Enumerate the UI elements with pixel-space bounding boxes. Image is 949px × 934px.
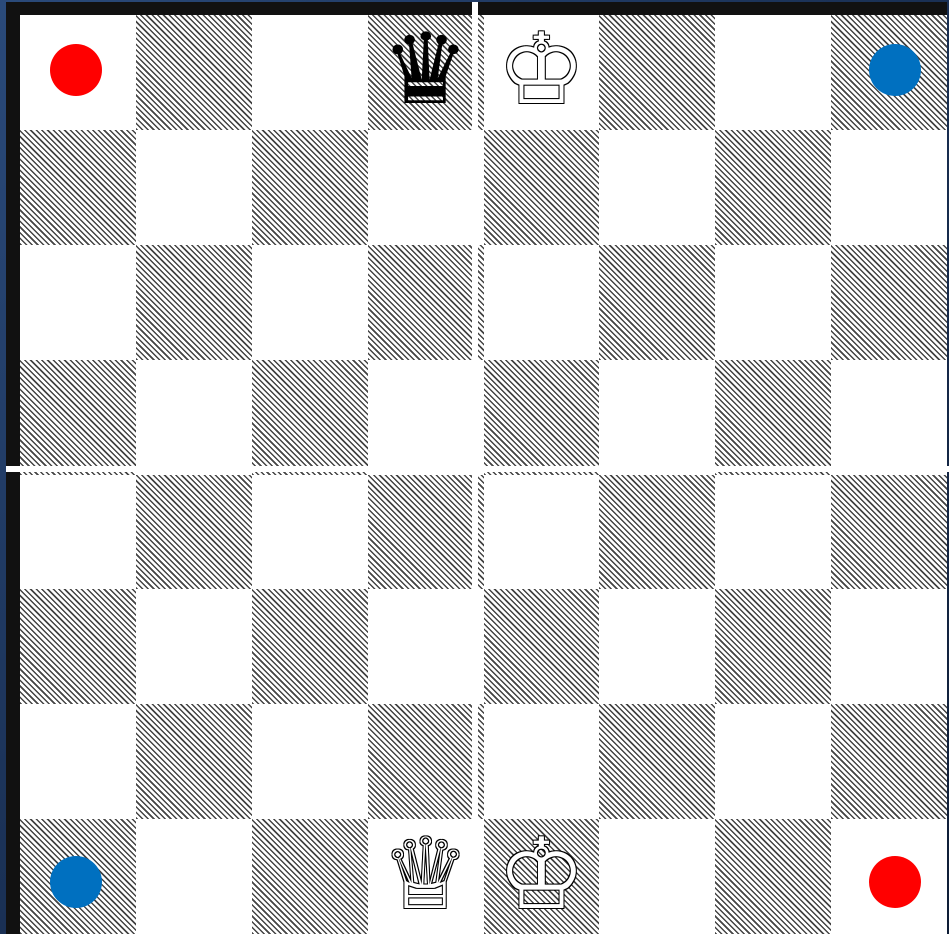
square-r4-c7[interactable]	[831, 475, 947, 590]
square-r4-c0[interactable]	[20, 475, 136, 590]
square-r3-c4[interactable]	[484, 360, 600, 475]
square-r0-c3[interactable]: ♛	[368, 15, 484, 130]
square-r7-c3[interactable]: ♕	[368, 819, 484, 934]
blue-dot-bottom-left	[50, 856, 102, 908]
square-r6-c6[interactable]	[715, 704, 831, 819]
square-r7-c0[interactable]	[20, 819, 136, 934]
square-r7-c7[interactable]	[831, 819, 947, 934]
square-r1-c6[interactable]	[715, 130, 831, 245]
square-r2-c5[interactable]	[599, 245, 715, 360]
white-king-icon[interactable]: ♔	[498, 826, 586, 924]
square-r5-c0[interactable]	[20, 589, 136, 704]
square-r6-c5[interactable]	[599, 704, 715, 819]
square-r2-c1[interactable]	[136, 245, 252, 360]
square-r1-c2[interactable]	[252, 130, 368, 245]
square-r4-c5[interactable]	[599, 475, 715, 590]
square-r3-c6[interactable]	[715, 360, 831, 475]
square-r2-c0[interactable]	[20, 245, 136, 360]
square-r7-c2[interactable]	[252, 819, 368, 934]
square-r0-c4[interactable]: ♔	[484, 15, 600, 130]
square-r5-c4[interactable]	[484, 589, 600, 704]
chess-board: ♛ ♔ ♕ ♔	[20, 15, 947, 934]
horizontal-divider-line	[6, 466, 949, 472]
square-r5-c6[interactable]	[715, 589, 831, 704]
square-r7-c5[interactable]	[599, 819, 715, 934]
white-king-icon[interactable]: ♔	[498, 21, 586, 119]
square-r2-c6[interactable]	[715, 245, 831, 360]
blue-dot-top-right	[869, 44, 921, 96]
square-r6-c3[interactable]	[368, 704, 484, 819]
square-r0-c0[interactable]	[20, 15, 136, 130]
square-r3-c3[interactable]	[368, 360, 484, 475]
white-queen-icon[interactable]: ♕	[382, 826, 470, 924]
square-r0-c5[interactable]	[599, 15, 715, 130]
square-r7-c6[interactable]	[715, 819, 831, 934]
square-r6-c0[interactable]	[20, 704, 136, 819]
square-r3-c7[interactable]	[831, 360, 947, 475]
square-r5-c1[interactable]	[136, 589, 252, 704]
square-r4-c6[interactable]	[715, 475, 831, 590]
square-r5-c3[interactable]	[368, 589, 484, 704]
square-r4-c2[interactable]	[252, 475, 368, 590]
square-r1-c7[interactable]	[831, 130, 947, 245]
square-r5-c5[interactable]	[599, 589, 715, 704]
square-r0-c7[interactable]	[831, 15, 947, 130]
square-r2-c4[interactable]	[484, 245, 600, 360]
square-r3-c1[interactable]	[136, 360, 252, 475]
black-queen-icon[interactable]: ♛	[382, 21, 470, 119]
square-r4-c1[interactable]	[136, 475, 252, 590]
square-r2-c7[interactable]	[831, 245, 947, 360]
square-r4-c4[interactable]	[484, 475, 600, 590]
square-r0-c6[interactable]	[715, 15, 831, 130]
square-r1-c5[interactable]	[599, 130, 715, 245]
square-r1-c1[interactable]	[136, 130, 252, 245]
square-r3-c0[interactable]	[20, 360, 136, 475]
square-r7-c4[interactable]: ♔	[484, 819, 600, 934]
square-r4-c3[interactable]	[368, 475, 484, 590]
square-r2-c2[interactable]	[252, 245, 368, 360]
square-r0-c2[interactable]	[252, 15, 368, 130]
square-r3-c5[interactable]	[599, 360, 715, 475]
square-r6-c1[interactable]	[136, 704, 252, 819]
square-r5-c7[interactable]	[831, 589, 947, 704]
square-r3-c2[interactable]	[252, 360, 368, 475]
square-r6-c7[interactable]	[831, 704, 947, 819]
square-r6-c4[interactable]	[484, 704, 600, 819]
red-dot-top-left	[50, 44, 102, 96]
red-dot-bottom-right	[869, 856, 921, 908]
square-r1-c0[interactable]	[20, 130, 136, 245]
square-r1-c4[interactable]	[484, 130, 600, 245]
square-r5-c2[interactable]	[252, 589, 368, 704]
square-r2-c3[interactable]	[368, 245, 484, 360]
square-r0-c1[interactable]	[136, 15, 252, 130]
square-r7-c1[interactable]	[136, 819, 252, 934]
square-r6-c2[interactable]	[252, 704, 368, 819]
square-r1-c3[interactable]	[368, 130, 484, 245]
